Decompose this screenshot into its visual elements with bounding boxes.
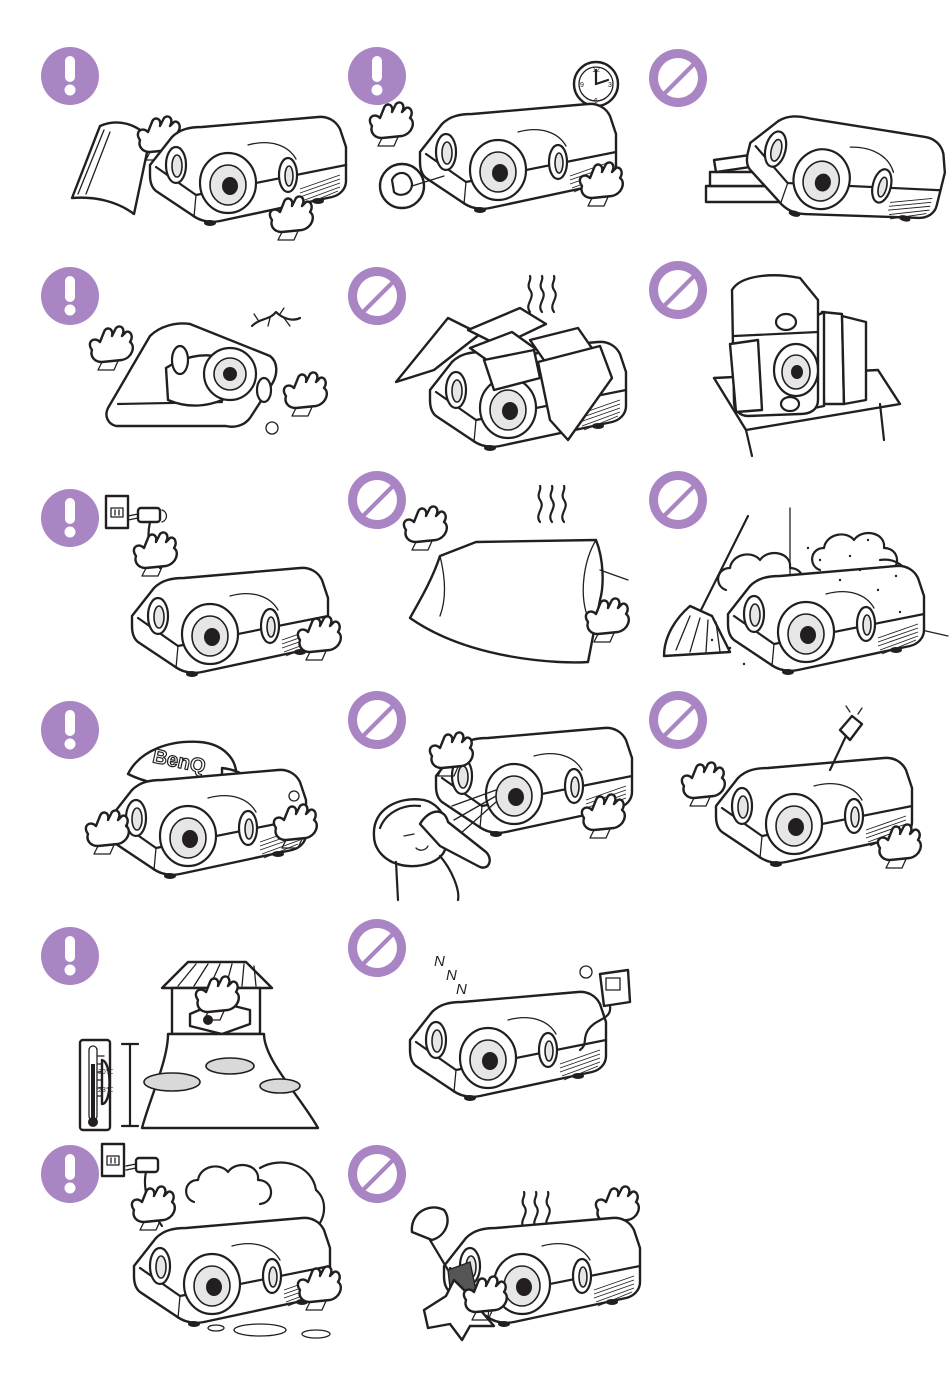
projector-sleeping: [410, 992, 606, 1101]
prohibition-icon: [649, 691, 707, 749]
thermometer: 30℃ 23℃: [80, 1040, 114, 1130]
prohibition-icon: [649, 49, 707, 107]
mountain-slope: [142, 1034, 318, 1128]
exclamation-icon: [348, 47, 406, 105]
panel-8: [348, 471, 629, 662]
projector: [134, 1218, 330, 1327]
hand-pulling-plug: [132, 1186, 175, 1230]
hand-left: [682, 762, 725, 806]
hand-left: [90, 326, 133, 370]
cloth-cover: [410, 540, 628, 662]
panel-12: [649, 691, 921, 868]
hand-left: [370, 102, 413, 146]
panel-1: [41, 47, 346, 240]
prohibition-icon: [649, 471, 707, 529]
exclamation-icon: [41, 489, 99, 547]
panel-14: N N N: [348, 919, 630, 1101]
wall-outlet: [106, 496, 128, 528]
clock-3: 3: [608, 82, 612, 89]
panel-13: 30℃ 23℃: [41, 927, 318, 1130]
heat-waves: [528, 276, 555, 312]
prohibition-icon: [348, 471, 406, 529]
exclamation-icon: [41, 47, 99, 105]
exclamation-icon: [41, 927, 99, 985]
hand-pulling-plug: [134, 532, 177, 576]
clock-9: 9: [580, 82, 584, 89]
panel-15: [41, 1144, 341, 1338]
projector: [150, 117, 346, 226]
prohibition-icon: [649, 261, 707, 319]
sleep-zzz: N N N: [434, 953, 467, 998]
power-plug: [128, 508, 167, 522]
smoke-cloud: [186, 1165, 271, 1204]
sleep-z-1: N: [434, 953, 445, 970]
projector: [728, 566, 924, 675]
bookend: [730, 340, 762, 412]
heat-waves: [538, 486, 565, 522]
panel-9: [649, 471, 948, 675]
hand-right: [284, 372, 327, 416]
hand-fan: [412, 1207, 448, 1270]
prohibition-icon: [348, 919, 406, 977]
projector: [132, 568, 328, 677]
panel-4: [41, 267, 327, 434]
temp-low-label: 23℃: [98, 1087, 114, 1094]
prohibition-icon: [348, 691, 406, 749]
panel-10: BenQ: [41, 701, 317, 879]
exclamation-icon: [41, 701, 99, 759]
clock: 12 3 6 9: [574, 62, 618, 106]
panel-3: [649, 49, 950, 249]
mountain-hut: [162, 962, 272, 1034]
sleep-z-3: N: [456, 981, 467, 998]
panel-16: [348, 1145, 640, 1340]
panel-6: [649, 261, 900, 456]
hand-left: [404, 506, 447, 550]
dust-puff: [266, 422, 278, 434]
altitude-bar: [122, 1044, 138, 1126]
panel-2: 12 3 6 9: [348, 47, 623, 213]
clock-12: 12: [592, 67, 600, 74]
panel-7: [41, 489, 341, 677]
prohibition-icon: [348, 267, 406, 325]
wall-outlet: [102, 1144, 124, 1176]
gecko: [252, 308, 300, 326]
panel-11: [348, 691, 632, 900]
exclamation-icon: [41, 267, 99, 325]
temp-high-label: 30℃: [98, 1069, 114, 1076]
exclamation-icon: [41, 1145, 99, 1203]
projector-tilted: [736, 96, 950, 249]
panel-5: [348, 267, 626, 451]
prohibition-icon: [348, 1145, 406, 1203]
power-plug: [126, 1158, 158, 1172]
water-puddles: [208, 1324, 330, 1338]
